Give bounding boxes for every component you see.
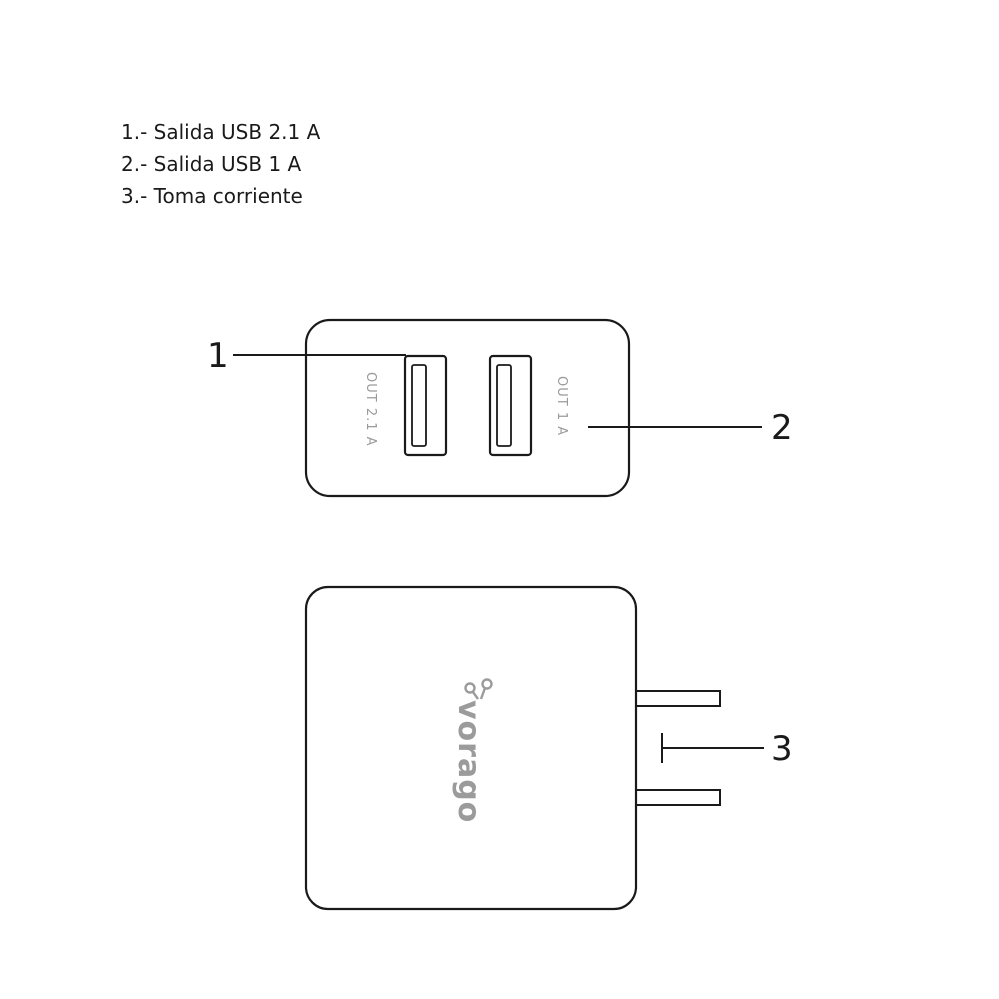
usb-port-2-outer	[488, 354, 533, 457]
callout-3-number: 3	[771, 729, 793, 769]
port-2-label: OUT 1 A	[554, 376, 569, 436]
legend-list: 1.- Salida USB 2.1 A 2.- Salida USB 1 A …	[121, 116, 320, 212]
usb-port-1-outer	[403, 354, 448, 457]
usb-port-2-inner	[496, 364, 512, 447]
usb-port-1	[403, 354, 448, 457]
charger-front-body	[304, 318, 631, 498]
charger-front-view: OUT 2.1 A OUT 1 A 1 2	[207, 318, 793, 498]
legend-item-usb-2-1a: 1.- Salida USB 2.1 A	[121, 120, 321, 144]
logo-node-icon	[464, 678, 493, 700]
legend-item-usb-1a: 2.- Salida USB 1 A	[121, 152, 302, 176]
charger-side-view: 3 vorago	[304, 585, 793, 911]
usb-port-2	[488, 354, 533, 457]
charger-side-body	[304, 585, 638, 911]
legend-item-power-plug: 3.- Toma corriente	[121, 184, 303, 208]
usb-port-1-inner	[411, 364, 427, 447]
plug-prong-bottom	[635, 789, 721, 806]
callout-2-number: 2	[771, 408, 793, 448]
callout-1-number: 1	[207, 336, 229, 376]
brand-logo: vorago	[451, 678, 493, 823]
brand-logo-text: vorago	[451, 700, 486, 823]
plug-prong-top	[635, 690, 721, 707]
port-1-label: OUT 2.1 A	[363, 372, 378, 447]
